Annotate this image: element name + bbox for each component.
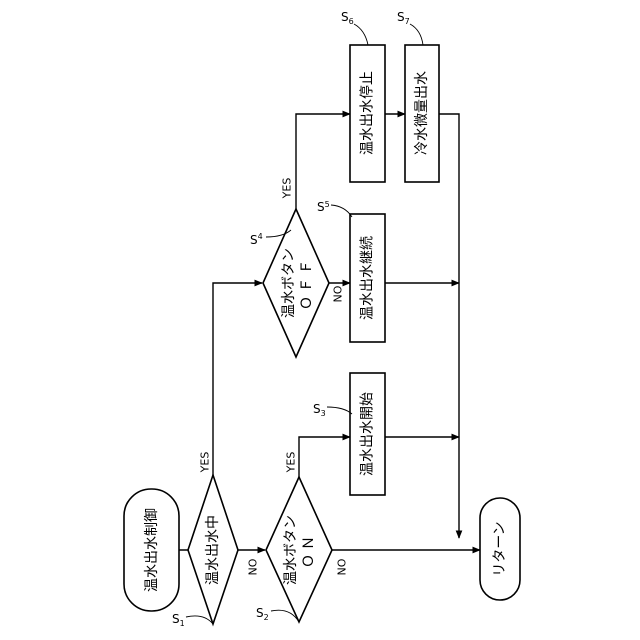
process-s3-label: 温水出水開始: [360, 392, 376, 476]
start-terminal: 温水出水制御: [124, 489, 179, 611]
label-s4-no: NO: [332, 285, 345, 302]
decision-s4-line2: ＯＦＦ: [299, 256, 315, 310]
process-s5-label: 温水出水継続: [359, 236, 376, 320]
step-s6-letter: S: [341, 10, 349, 24]
label-s2-no: NO: [336, 558, 349, 575]
step-s5-letter: S: [317, 200, 325, 214]
step-s1-letter: S: [172, 612, 180, 626]
step-label-s1: S1: [172, 612, 213, 628]
step-s2-letter: S: [256, 606, 264, 620]
step-s6-num: 6: [349, 17, 354, 26]
return-terminal: リターン: [480, 498, 520, 600]
process-s6: 温水出水停止: [350, 45, 385, 182]
process-s7: 冷水微量出水: [405, 45, 439, 182]
svg-text:S7: S7: [397, 10, 410, 26]
decision-s1: 温水出水中: [188, 475, 238, 624]
step-label-s5: S5: [317, 200, 352, 217]
svg-text:S2: S2: [256, 606, 269, 622]
label-s1-no: NO: [247, 558, 260, 575]
step-s3-letter: S: [313, 402, 321, 416]
process-s5: 温水出水継続: [350, 214, 385, 342]
svg-text:S3: S3: [313, 402, 326, 418]
decision-s4: 温水ボタン ＯＦＦ: [263, 209, 329, 357]
step-s1-num: 1: [180, 619, 185, 628]
step-s5-num: 5: [325, 200, 330, 209]
svg-text:S4: S4: [250, 232, 263, 247]
step-s7-num: 7: [405, 17, 410, 26]
label-s1-yes: YES: [199, 452, 212, 474]
decision-s1-label: 温水出水中: [205, 515, 221, 585]
label-s2-yes: YES: [285, 452, 298, 474]
step-label-s3: S3: [313, 402, 352, 418]
edge-s4-yes: [296, 114, 350, 209]
step-s4-num: 4: [258, 232, 263, 241]
process-s6-label: 温水出水停止: [359, 71, 376, 155]
step-label-s6: S6: [341, 10, 368, 45]
start-terminal-label: 温水出水制御: [144, 508, 160, 592]
svg-text:S6: S6: [341, 10, 354, 26]
decision-s2-line1: 温水ボタン: [283, 515, 299, 585]
step-s4-letter: S: [250, 233, 258, 247]
step-s2-num: 2: [264, 613, 269, 622]
step-s7-letter: S: [397, 10, 405, 24]
return-terminal-label: リターン: [492, 521, 508, 576]
edge-s2-yes: [299, 437, 350, 477]
step-label-s7: S7: [397, 10, 423, 45]
decision-s2-line2: ＯＮ: [301, 532, 317, 568]
process-s3: 温水出水開始: [350, 373, 385, 495]
edge-s1-yes: [213, 283, 262, 475]
decision-s4-line1: 温水ボタン: [281, 248, 297, 318]
process-s7-label: 冷水微量出水: [414, 71, 430, 155]
svg-text:S1: S1: [172, 612, 185, 628]
edge-merge-line: [439, 114, 459, 538]
svg-text:S5: S5: [317, 200, 330, 214]
decision-s2: 温水ボタン ＯＮ: [266, 477, 332, 622]
step-s3-num: 3: [321, 409, 326, 418]
label-s4-yes: YES: [281, 178, 294, 200]
